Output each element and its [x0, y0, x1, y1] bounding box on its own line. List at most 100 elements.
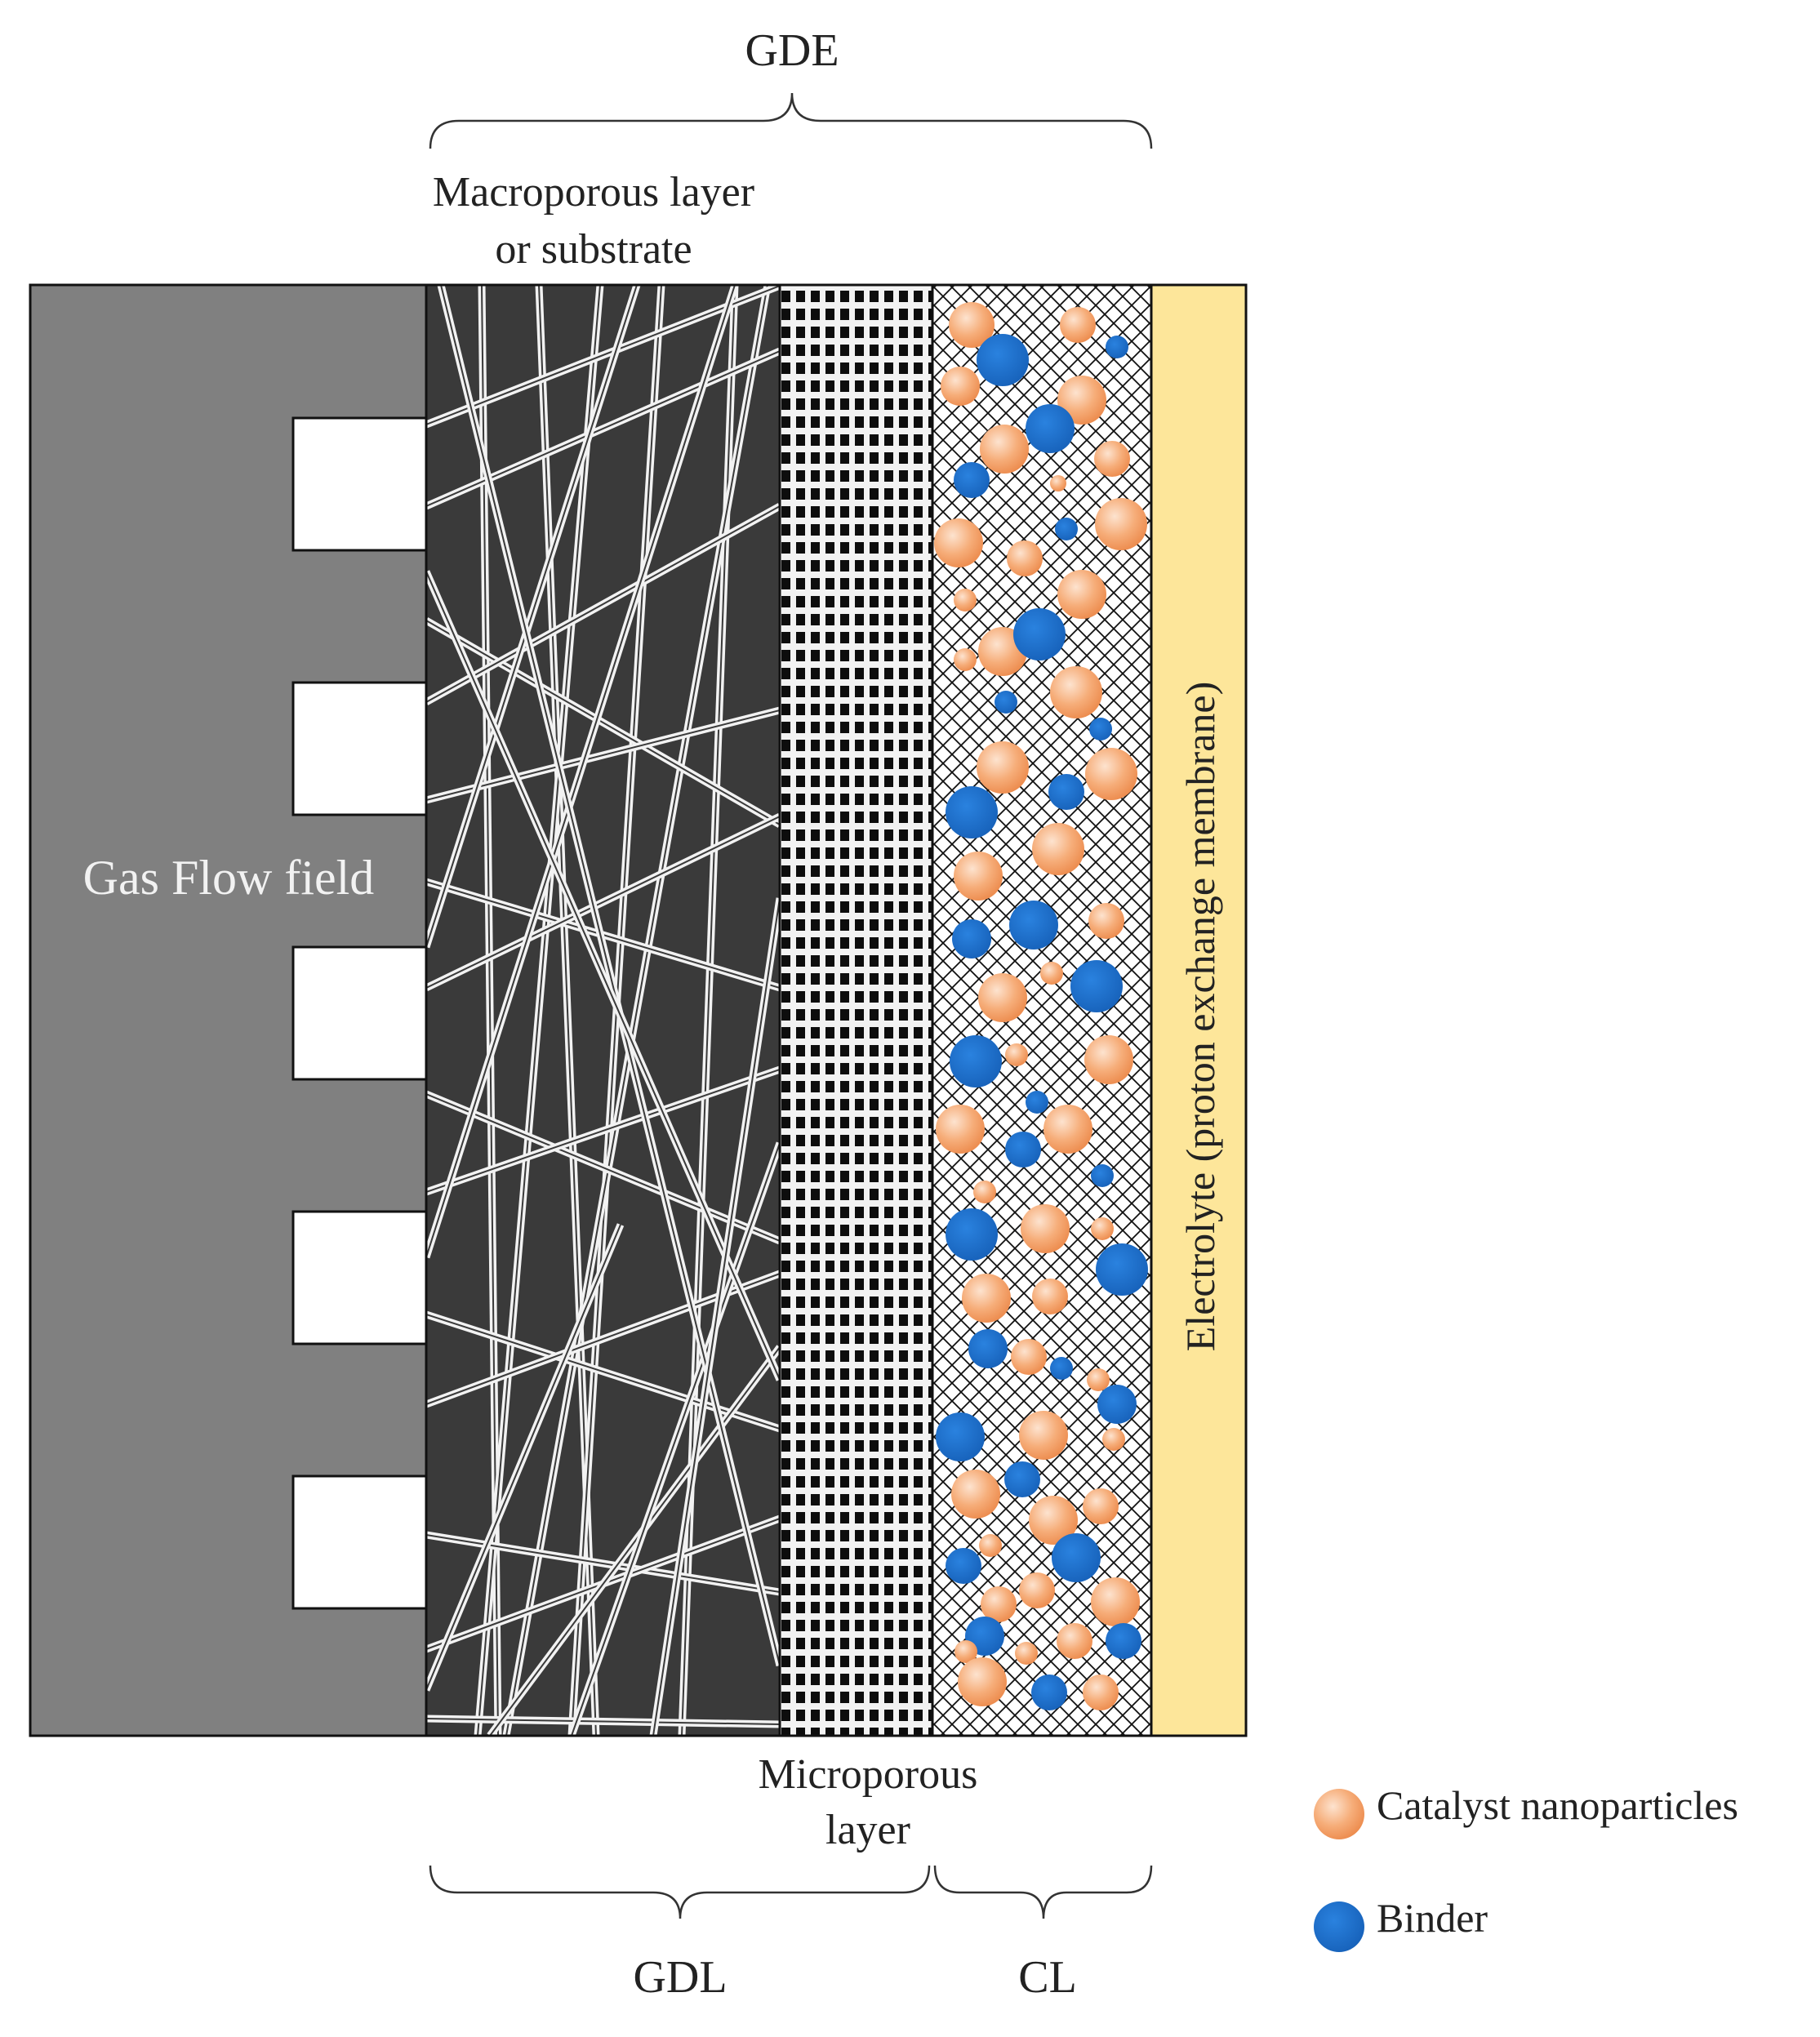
flow-channel [291, 416, 429, 552]
catalyst-particle [1084, 1035, 1133, 1084]
microporous-layer [778, 283, 934, 1737]
binder-particle [954, 462, 990, 498]
catalyst-particle [1091, 1577, 1140, 1626]
gde-brace [429, 92, 1153, 149]
catalyst-particle [1057, 1623, 1092, 1659]
microporous-label-line1: Microporous [759, 1751, 978, 1798]
binder-particle [1106, 336, 1128, 358]
catalyst-particle [1005, 1043, 1028, 1066]
catalyst-particle-icon [1314, 1789, 1364, 1839]
legend: Catalyst nanoparticles Binder [1314, 1782, 1738, 1952]
binder-particle [1004, 1461, 1040, 1497]
catalyst-particle [1050, 666, 1102, 718]
gdl-brace [429, 1865, 931, 1919]
flow-channel [291, 945, 429, 1081]
binder-particle [1089, 718, 1112, 741]
catalyst-particle [1050, 475, 1066, 491]
binder-particle [1009, 901, 1058, 950]
catalyst-particle [977, 741, 1029, 794]
catalyst-particle [1057, 376, 1106, 425]
catalyst-particle [1021, 1204, 1070, 1253]
catalyst-particle [1102, 1428, 1125, 1451]
catalyst-particle [1040, 962, 1063, 985]
catalyst-particle [949, 302, 995, 348]
catalyst-particle [1032, 1279, 1068, 1314]
catalyst-particle [1088, 903, 1124, 939]
gde-label: GDE [745, 25, 839, 76]
catalyst-particle [981, 1586, 1017, 1622]
catalyst-particle [1043, 1105, 1092, 1154]
cl-label: CL [1018, 1952, 1077, 2003]
binder-particle [977, 334, 1029, 386]
catalyst-particle [1094, 441, 1130, 477]
binder-particle [1106, 1623, 1141, 1659]
catalyst-particle [978, 973, 1027, 1022]
catalyst-particle [954, 589, 977, 612]
binder-particle [1013, 608, 1066, 660]
gdl-label: GDL [633, 1952, 727, 2003]
catalyst-particle [1029, 1496, 1078, 1545]
catalyst-particle [1011, 1339, 1047, 1375]
catalyst-particle [936, 1105, 985, 1154]
binder-particle [1026, 1091, 1048, 1114]
binder-particle [1091, 1164, 1114, 1187]
catalyst-particle [958, 1657, 1007, 1706]
catalyst-particle [1019, 1572, 1055, 1608]
catalyst-particle [1085, 748, 1137, 800]
gas-flow-field-label: Gas Flow field [83, 851, 375, 905]
catalyst-particle [954, 1640, 977, 1663]
catalyst-particle [1095, 498, 1147, 550]
binder-particle [968, 1329, 1008, 1368]
microporous-label-line2: layer [825, 1807, 910, 1853]
binder-particle [1005, 1132, 1041, 1167]
binder-particle-icon [1314, 1901, 1364, 1952]
binder-particle [1050, 1357, 1073, 1380]
binder-particle [995, 691, 1017, 714]
cl-brace [933, 1865, 1153, 1919]
binder-particle [946, 1548, 981, 1584]
catalyst-particle [979, 1534, 1002, 1557]
catalyst-particle [1083, 1488, 1119, 1524]
binder-particle [1026, 404, 1075, 453]
cl-particles [934, 302, 1148, 1710]
catalyst-particle [962, 1274, 1011, 1323]
catalyst-particle [1007, 540, 1043, 576]
binder-particle [952, 919, 991, 958]
flow-channel [291, 681, 429, 816]
binder-particle [950, 1035, 1002, 1087]
electrolyte-membrane [1150, 283, 1248, 1737]
catalyst-particle [1083, 1675, 1119, 1710]
flow-channel [291, 1210, 429, 1345]
macroporous-label-line2: or substrate [495, 226, 692, 273]
catalyst-particle [1060, 307, 1096, 343]
binder-particle [1031, 1675, 1067, 1710]
catalyst-particle [1019, 1411, 1068, 1460]
binder-particle [1070, 960, 1123, 1012]
catalyst-particle [1091, 1217, 1114, 1240]
binder-particle [946, 1208, 998, 1261]
carbon-fibers [426, 285, 780, 1736]
catalyst-particle [941, 367, 980, 406]
legend-catalyst-label: Catalyst nanoparticles [1377, 1782, 1738, 1828]
binder-particle [936, 1412, 985, 1461]
electrolyte-label: Electrolyte (proton exchange membrane) [1177, 682, 1223, 1351]
binder-particle [1048, 774, 1084, 810]
catalyst-particle [1032, 823, 1084, 875]
catalyst-particle [973, 1181, 996, 1203]
binder-particle [1052, 1533, 1101, 1582]
binder-particle [946, 786, 998, 838]
flow-channel [291, 1474, 429, 1610]
catalyst-particle [954, 648, 977, 671]
catalyst-particle [954, 852, 1003, 901]
binder-particle [1096, 1243, 1148, 1296]
catalyst-particle [1087, 1368, 1110, 1391]
binder-particle [1055, 518, 1078, 540]
legend-binder-label: Binder [1377, 1895, 1488, 1941]
catalyst-particle [1015, 1642, 1038, 1665]
macroporous-label-line1: Macroporous layer [433, 169, 754, 216]
catalyst-particle [980, 425, 1029, 474]
catalyst-particle [1057, 570, 1106, 619]
flow-channels [291, 416, 429, 1610]
catalyst-particle [951, 1470, 1000, 1519]
